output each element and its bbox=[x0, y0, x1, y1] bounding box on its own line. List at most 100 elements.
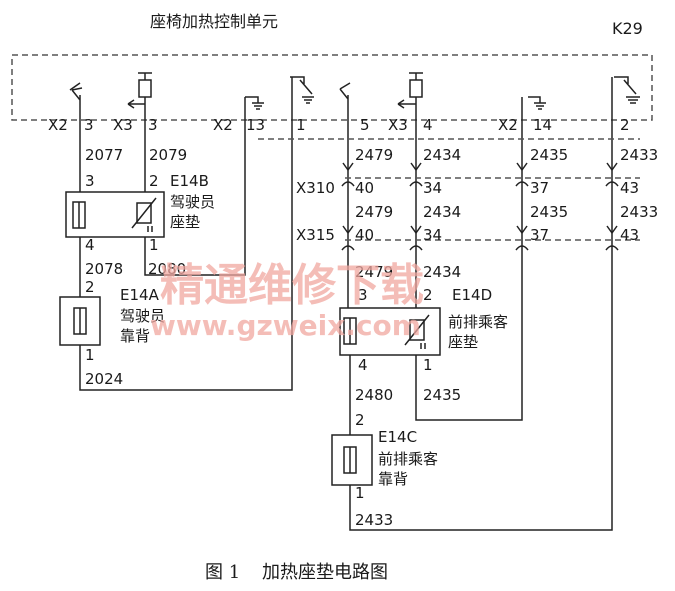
connector-pin: 43 bbox=[620, 179, 639, 197]
figure-caption: 图 1 加热座垫电路图 bbox=[205, 562, 388, 583]
component-pin: 1 bbox=[355, 484, 365, 502]
component-id: E14C bbox=[378, 428, 417, 446]
pin-conn-label: X2 bbox=[498, 116, 518, 134]
watermark-url: www.gzweix.com bbox=[150, 309, 421, 342]
component-name: 前排乘客 bbox=[448, 313, 508, 331]
pin-number: 5 bbox=[360, 116, 370, 134]
component-pin: 4 bbox=[85, 236, 95, 254]
internal-ground-1 bbox=[245, 96, 264, 110]
pin-conn-label: X2 bbox=[213, 116, 233, 134]
wire-label: 2479 bbox=[355, 263, 393, 281]
component-e14b: 3 2 E14B 驾驶员 座垫 4 1 bbox=[65, 172, 215, 254]
component-pin: 2 bbox=[85, 278, 95, 296]
wire-label: 2079 bbox=[149, 146, 187, 164]
caption-title: 加热座垫电路图 bbox=[262, 562, 388, 583]
component-pin: 2 bbox=[149, 172, 159, 190]
component-pin: 1 bbox=[149, 236, 159, 254]
component-pin: 1 bbox=[85, 346, 95, 364]
wire-label: 2479 bbox=[355, 203, 393, 221]
pin-number: 1 bbox=[296, 116, 306, 134]
internal-sensor-1 bbox=[127, 72, 152, 118]
wire-label: 2435 bbox=[530, 146, 568, 164]
pin-number: 3 bbox=[84, 116, 94, 134]
wire-labels: 2077 2079 2479 2434 2435 2433 2479 2434 … bbox=[85, 146, 658, 529]
wire-label: 2078 bbox=[85, 260, 123, 278]
internal-sensor-2 bbox=[397, 72, 423, 118]
component-e14a: 2 E14A 驾驶员 靠背 1 bbox=[59, 278, 165, 364]
heater-element-icon bbox=[343, 446, 357, 474]
connector-label: X310 bbox=[296, 179, 335, 197]
component-pin: 3 bbox=[358, 286, 368, 304]
component-pin: 4 bbox=[358, 356, 368, 374]
wire-label: 2434 bbox=[423, 263, 461, 281]
connector-pin: 37 bbox=[530, 179, 549, 197]
pin-conn-label: X3 bbox=[113, 116, 133, 134]
component-name: 前排乘客 bbox=[378, 450, 438, 468]
control-unit-id: K29 bbox=[612, 19, 643, 38]
wire-label: 2077 bbox=[85, 146, 123, 164]
wire-label: 2434 bbox=[423, 203, 461, 221]
component-pin: 3 bbox=[85, 172, 95, 190]
component-pin: 2 bbox=[355, 411, 365, 429]
connector-arrows bbox=[341, 162, 619, 251]
caption-number: 图 1 bbox=[205, 562, 240, 583]
top-pin-labels: X2 3 X3 3 X2 13 1 5 X3 4 X2 14 2 bbox=[48, 116, 630, 134]
component-pin: 1 bbox=[423, 356, 433, 374]
pin-number: 2 bbox=[620, 116, 630, 134]
watermark-text: 精通维修下载 bbox=[160, 260, 424, 311]
internal-switch-2 bbox=[339, 82, 351, 105]
internal-ground-3 bbox=[528, 96, 546, 110]
connector-pin: 43 bbox=[620, 226, 639, 244]
internal-switch-1 bbox=[69, 82, 83, 105]
connector-pin: 40 bbox=[355, 226, 374, 244]
component-name: 座垫 bbox=[170, 213, 200, 231]
component-e14d: 3 2 E14D 前排乘客 座垫 4 1 bbox=[339, 286, 508, 374]
driver-side-wiring bbox=[79, 77, 293, 391]
component-name: 驾驶员 bbox=[170, 193, 215, 211]
control-unit-title: 座椅加热控制单元 bbox=[150, 12, 278, 31]
component-pin: 2 bbox=[423, 286, 433, 304]
wire-label: 2479 bbox=[355, 146, 393, 164]
connector-x315: X315 40 34 37 43 bbox=[296, 226, 639, 244]
pin-number: 13 bbox=[246, 116, 265, 134]
wire-label: 2435 bbox=[530, 203, 568, 221]
pin-number: 14 bbox=[533, 116, 552, 134]
wire-label: 2024 bbox=[85, 370, 123, 388]
wire-label: 2433 bbox=[620, 146, 658, 164]
internal-ground-2 bbox=[290, 76, 314, 104]
connector-dash-lines bbox=[258, 138, 640, 241]
pin-conn-label: X3 bbox=[388, 116, 408, 134]
wire-label: 2080 bbox=[148, 260, 186, 278]
component-name: 靠背 bbox=[378, 470, 408, 488]
temperature-sensor-icon bbox=[404, 314, 430, 349]
temperature-sensor-icon bbox=[131, 197, 157, 232]
wire-label: 2435 bbox=[423, 386, 461, 404]
connector-pin: 40 bbox=[355, 179, 374, 197]
connector-pin: 34 bbox=[423, 226, 442, 244]
control-unit-k29: 座椅加热控制单元 K29 bbox=[11, 12, 653, 121]
heater-element-icon bbox=[73, 307, 87, 335]
heater-element-icon bbox=[72, 201, 86, 229]
watermark: 精通维修下载 www.gzweix.com bbox=[150, 260, 424, 342]
wire-label: 2433 bbox=[620, 203, 658, 221]
pin-number: 4 bbox=[423, 116, 433, 134]
connector-x310: X310 40 34 37 43 bbox=[296, 179, 639, 197]
component-name: 座垫 bbox=[448, 333, 478, 351]
heater-element-icon bbox=[343, 317, 357, 345]
component-id: E14D bbox=[452, 286, 492, 304]
internal-ground-4 bbox=[614, 76, 640, 104]
pin-number: 3 bbox=[148, 116, 158, 134]
connector-pin: 34 bbox=[423, 179, 442, 197]
wire-label: 2433 bbox=[355, 511, 393, 529]
component-name: 靠背 bbox=[120, 327, 150, 345]
connector-pin: 37 bbox=[530, 226, 549, 244]
wire-label: 2434 bbox=[423, 146, 461, 164]
component-id: E14A bbox=[120, 286, 160, 304]
wire-label: 2480 bbox=[355, 386, 393, 404]
connector-label: X315 bbox=[296, 226, 335, 244]
pin-conn-label: X2 bbox=[48, 116, 68, 134]
component-e14c: 2 E14C 前排乘客 靠背 1 bbox=[331, 411, 438, 502]
component-name: 驾驶员 bbox=[120, 307, 165, 325]
component-id: E14B bbox=[170, 172, 209, 190]
